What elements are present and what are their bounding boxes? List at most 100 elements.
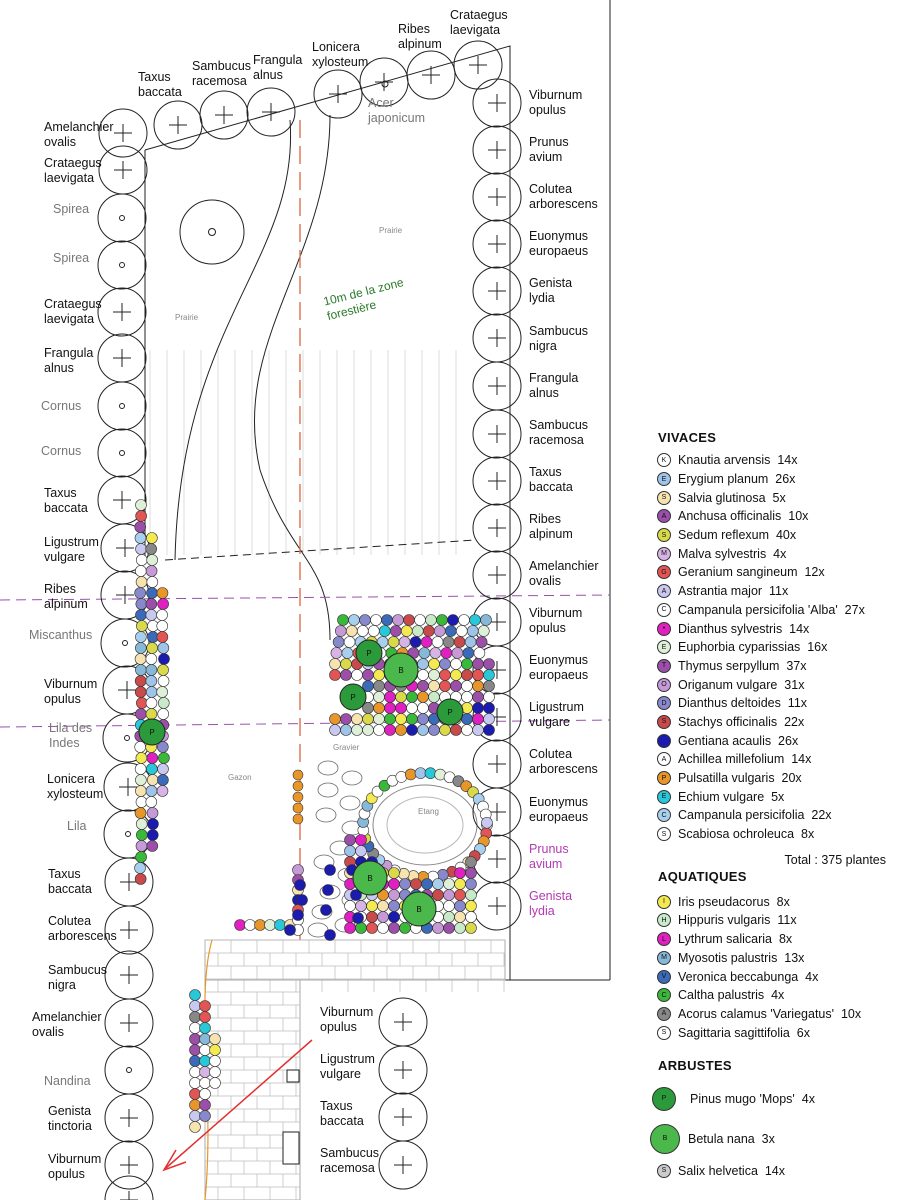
legend-symbol-icon: T xyxy=(657,658,671,673)
right-shrub-label: Ligustrum vulgare xyxy=(529,700,584,730)
legend-name: Myosotis palustris 13x xyxy=(678,950,805,965)
shrub-circle xyxy=(313,69,363,119)
shrub-circle xyxy=(472,787,522,837)
perennial-dot xyxy=(334,625,347,637)
perennial-dot xyxy=(158,752,170,764)
perennial-dot xyxy=(439,724,451,736)
top-label: Frangula alnus xyxy=(253,53,303,82)
legend-symbol-icon: M xyxy=(657,546,671,561)
shrub-circle xyxy=(472,219,522,269)
top-label: Ribes alpinum xyxy=(398,22,442,51)
perennial-dot xyxy=(146,532,158,544)
total-count: Total : 375 plantes xyxy=(784,853,886,868)
legend-symbol-icon: B xyxy=(650,1123,680,1154)
prairie-hatching xyxy=(149,350,457,555)
perennial-dot xyxy=(329,713,341,725)
legend-symbol-icon: S xyxy=(657,528,671,543)
perennial-dot xyxy=(189,1044,201,1056)
perennial-dot xyxy=(146,587,158,599)
legend-name: Thymus serpyllum 37x xyxy=(678,658,807,673)
legend-symbol-icon: P xyxy=(652,1086,676,1111)
legend-name: Salix helvetica 14x xyxy=(678,1163,786,1178)
perennial-dot xyxy=(135,609,147,621)
perennial-dot xyxy=(414,767,427,779)
acer-tree xyxy=(179,199,245,265)
perennial-dot xyxy=(432,922,444,934)
legend-row: S Salix helvetica 14x xyxy=(650,1159,890,1183)
legend-symbol-icon: E xyxy=(657,640,671,655)
large-shrub-code: B xyxy=(416,905,421,914)
perennial-dot xyxy=(135,499,147,511)
perennial-dot xyxy=(384,691,396,703)
perennial-dot xyxy=(145,697,158,709)
legend-symbol-icon: M xyxy=(657,950,671,965)
perennial-dot xyxy=(428,724,440,736)
top-label: Taxus baccata xyxy=(138,70,182,99)
red-arrow xyxy=(162,1039,313,1172)
right-shrub-label: Viburnum opulus xyxy=(529,606,583,636)
perennial-dot xyxy=(341,647,354,659)
perennial-dot xyxy=(464,636,477,648)
perennial-dot xyxy=(465,867,477,879)
perennial-dot xyxy=(447,614,459,626)
perennial-dot xyxy=(403,614,415,626)
legend-symbol-icon: A xyxy=(657,584,671,599)
perennial-dot xyxy=(384,713,396,725)
perennial-dot xyxy=(387,636,400,648)
perennial-dot xyxy=(428,669,440,681)
perennial-dot xyxy=(146,554,158,566)
perennial-dot xyxy=(199,1088,211,1100)
perennial-dot xyxy=(472,702,484,714)
perennial-dot xyxy=(454,867,466,879)
perennial-dot xyxy=(157,598,169,610)
left-shrub-label: Crataegus laevigata xyxy=(44,156,102,185)
legend-symbol-icon: P xyxy=(657,771,671,786)
legend-name: Geranium sangineum 12x xyxy=(678,565,825,580)
perennial-dot xyxy=(189,1088,201,1100)
perennial-dot xyxy=(481,816,493,829)
legend-symbol-icon: A xyxy=(657,752,671,767)
perennial-dot xyxy=(350,889,362,901)
perennial-dot xyxy=(377,911,389,923)
perennial-dot xyxy=(156,587,169,599)
shrub-mark xyxy=(122,640,128,646)
legend-name: Anchusa officinalis 10x xyxy=(678,509,809,524)
legend-symbol-icon xyxy=(657,733,671,748)
stepping-stone xyxy=(317,760,339,776)
perennial-dot xyxy=(199,1055,211,1067)
large-shrub-circle xyxy=(138,718,166,746)
perennial-dot xyxy=(410,878,422,890)
perennial-dot xyxy=(146,752,159,764)
perennial-dot xyxy=(450,669,462,681)
legend-name: Caltha palustris 4x xyxy=(678,988,785,1003)
perennial-dot xyxy=(135,796,148,808)
perennial-dot xyxy=(294,879,306,891)
legend-row: E Euphorbia cyparissias 16x xyxy=(650,638,890,657)
perennial-dot xyxy=(292,791,304,803)
bottom-shrub-label: Ligustrum vulgare xyxy=(320,1052,375,1081)
large-shrub-circle xyxy=(401,891,437,927)
perennial-dot xyxy=(135,510,147,522)
perennial-dot xyxy=(134,686,147,698)
shrub-mark xyxy=(124,735,130,741)
legend-name: Euphorbia cyparissias 16x xyxy=(678,640,828,655)
shrub-mark xyxy=(119,215,125,221)
prairie-label: Prairie xyxy=(175,313,199,322)
legend-symbol-icon: S xyxy=(657,1163,671,1178)
perennial-dot xyxy=(454,889,466,901)
perennial-dot xyxy=(461,669,473,681)
perennial-dot xyxy=(157,664,169,676)
perennial-dot xyxy=(146,807,159,819)
left-shrub-label: Sambucus nigra xyxy=(48,963,108,992)
perennial-dot xyxy=(284,924,296,936)
perennial-dot xyxy=(145,708,158,720)
purple-line-1 xyxy=(0,594,611,601)
legend-name: Astrantia major 11x xyxy=(678,584,789,599)
perennial-dot xyxy=(388,878,400,890)
perennial-dot xyxy=(135,554,148,566)
perennial-dot xyxy=(156,785,169,797)
